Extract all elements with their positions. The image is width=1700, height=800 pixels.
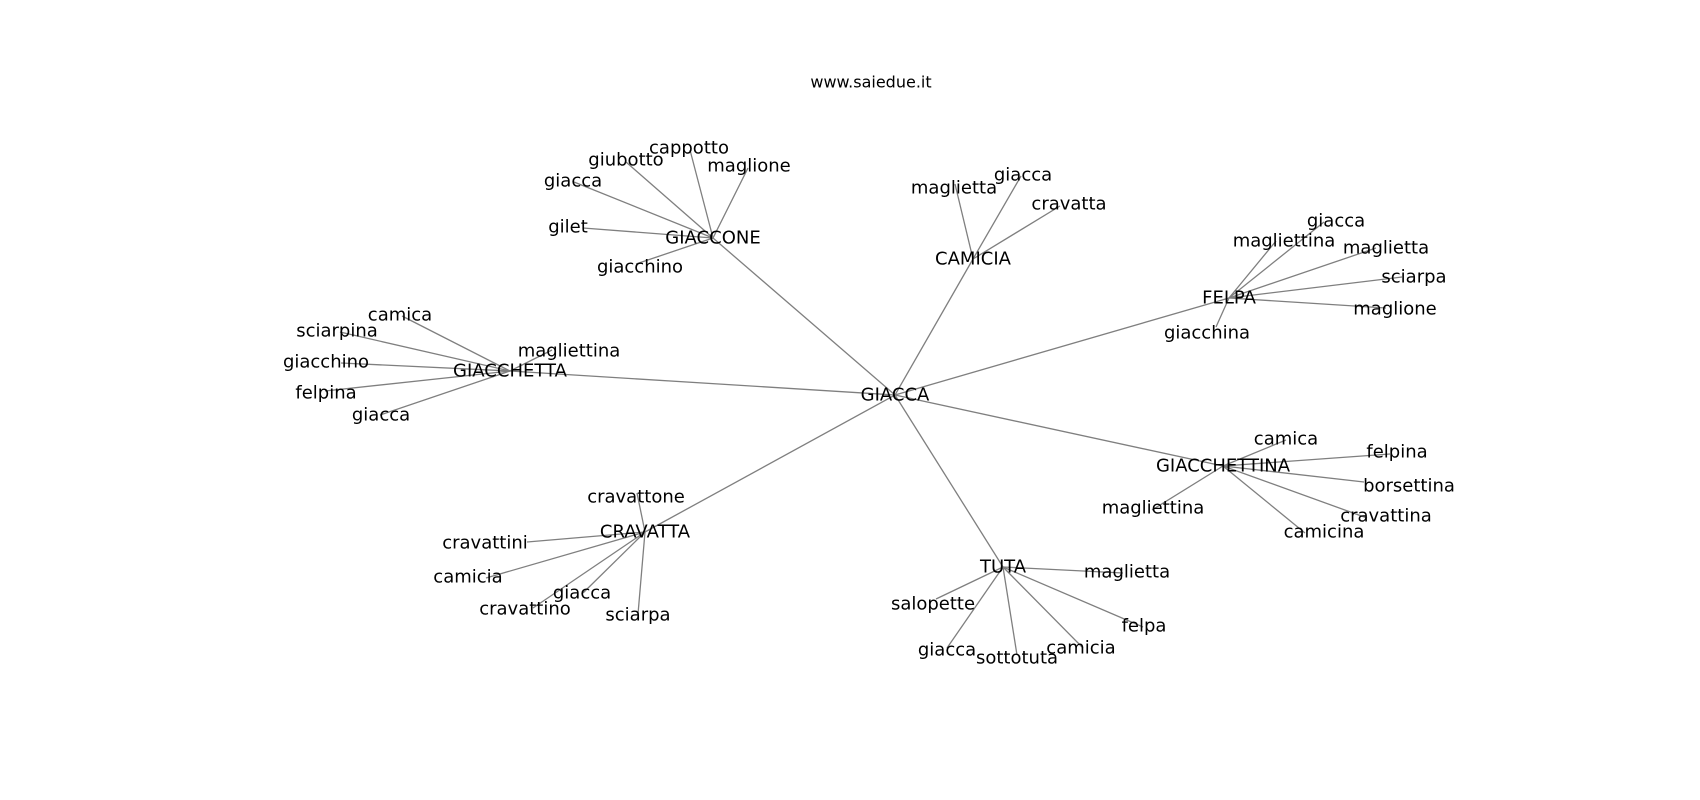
leaf-node-label: giubotto (588, 150, 663, 171)
edge-hub-leaf (526, 531, 646, 543)
edge-hub-leaf (379, 370, 511, 416)
leaf-node-label: magliettina (1102, 498, 1205, 519)
leaf-node-label: giacca (352, 405, 410, 426)
leaf-node-label: giacchino (283, 352, 369, 373)
edge-hub-leaf (1215, 297, 1230, 328)
leaf-node-label: cappotto (649, 138, 729, 159)
leaf-node-label: felpa (1122, 616, 1167, 637)
edge-hub-leaf (1228, 247, 1377, 299)
edge-hub-leaf (1222, 453, 1391, 467)
hub-node-label: CRAVATTA (600, 522, 691, 543)
edge-hub-leaf (1222, 439, 1287, 467)
leaf-node-label: felpina (295, 383, 356, 404)
edge-hub-leaf (339, 331, 511, 372)
leaf-node-label: giacca (553, 583, 611, 604)
node-labels: www.saiedue.it GIACCA GIACCONE cappottogiu… (283, 73, 1455, 669)
edge-center-hub (509, 370, 896, 396)
leaf-node-label: camicia (1046, 638, 1115, 659)
edge-hub-leaf (1222, 465, 1306, 534)
leaf-node-label: giacca (994, 165, 1052, 186)
edge-hub-leaf (532, 531, 646, 609)
hub-node-label: TUTA (979, 557, 1027, 578)
leaf-node-label: felpina (1366, 442, 1427, 463)
leaf-node-label: cravattini (442, 533, 528, 554)
hub-node-label: GIACCONE (665, 228, 760, 249)
leaf-node-label: sciarpa (1381, 267, 1446, 288)
edge-center-hub (712, 237, 896, 396)
edge-hub-leaf (324, 370, 511, 392)
leaf-node-label: maglione (1353, 299, 1437, 320)
edge-hub-leaf (1002, 566, 1144, 628)
site-title: www.saiedue.it (810, 73, 931, 92)
edge-hub-leaf (637, 531, 646, 615)
hub-node-label: CAMICIA (935, 249, 1012, 270)
leaf-node-label: camicina (1284, 522, 1365, 543)
edge-hub-leaf (582, 227, 714, 239)
leaf-node-label: maglietta (1343, 238, 1429, 259)
leaf-node-label: cravattina (1340, 506, 1432, 527)
edge-hub-leaf (573, 181, 714, 239)
leaf-node-label: maglione (707, 156, 791, 177)
center-node-label: GIACCA (861, 385, 930, 406)
edge-hub-leaf (340, 362, 511, 372)
edge-hub-leaf (582, 531, 646, 594)
leaf-node-label: giacca (544, 171, 602, 192)
leaf-node-label: borsettina (1363, 476, 1455, 497)
hub-node-label: GIACCHETTINA (1156, 456, 1291, 477)
edge-hub-leaf (636, 492, 646, 533)
edge-hub-leaf (401, 315, 511, 372)
edge-hub-leaf (935, 566, 1004, 600)
hub-node-label: GIACCHETTA (453, 361, 568, 382)
leaf-node-label: salopette (891, 594, 975, 615)
leaf-node-label: camica (368, 305, 432, 326)
leaf-node-label: cravattino (479, 599, 571, 620)
edge-hub-leaf (1151, 465, 1224, 511)
leaf-node-label: magliettina (1233, 231, 1336, 252)
edge-hub-leaf (972, 205, 1061, 260)
leaf-node-label: sciarpa (605, 605, 670, 626)
leaf-node-label: maglietta (1084, 562, 1170, 583)
leaf-node-label: maglietta (911, 178, 997, 199)
leaf-node-label: cravatta (1031, 194, 1106, 215)
leaf-node-label: camica (1254, 429, 1318, 450)
edge-hub-leaf (1002, 566, 1124, 574)
edge-hub-leaf (625, 161, 714, 239)
edge-hub-leaf (1222, 465, 1368, 519)
edge-center-hub (644, 394, 896, 533)
leaf-node-label: camicia (433, 567, 502, 588)
leaf-node-label: cravattone (587, 487, 685, 508)
edge-hub-leaf (485, 531, 646, 579)
leaf-node-label: gilet (548, 217, 588, 238)
hub-node-label: FELPA (1202, 288, 1256, 309)
edge-hub-leaf (1002, 566, 1018, 656)
edge-hub-leaf (1222, 465, 1365, 483)
leaf-node-label: giacca (918, 640, 976, 661)
edge-center-hub (894, 297, 1230, 396)
edge-hub-leaf (972, 175, 1022, 260)
edge-hub-leaf (1228, 276, 1403, 299)
leaf-node-label: sciarpina (296, 321, 378, 342)
edge-hub-leaf (509, 349, 553, 372)
leaf-node-label: giacca (1307, 211, 1365, 232)
leaf-node-label: giacchino (597, 257, 683, 278)
edge-center-hub (894, 394, 1004, 568)
leaf-node-label: sottotuta (976, 648, 1058, 669)
edge-hub-leaf (1228, 221, 1325, 299)
leaf-node-label: magliettina (518, 341, 621, 362)
edge-hub-leaf (1002, 566, 1084, 649)
edges (324, 149, 1403, 656)
edge-hub-leaf (712, 167, 749, 239)
edge-hub-leaf (689, 149, 714, 239)
leaf-node-label: giacchina (1164, 323, 1250, 344)
edge-hub-leaf (1228, 240, 1277, 299)
edge-hub-leaf (946, 566, 1004, 649)
edge-center-hub (894, 394, 1224, 467)
edge-hub-leaf (954, 183, 974, 260)
edge-center-hub (894, 258, 974, 396)
edge-hub-leaf (1228, 297, 1387, 309)
edge-hub-leaf (635, 237, 714, 265)
